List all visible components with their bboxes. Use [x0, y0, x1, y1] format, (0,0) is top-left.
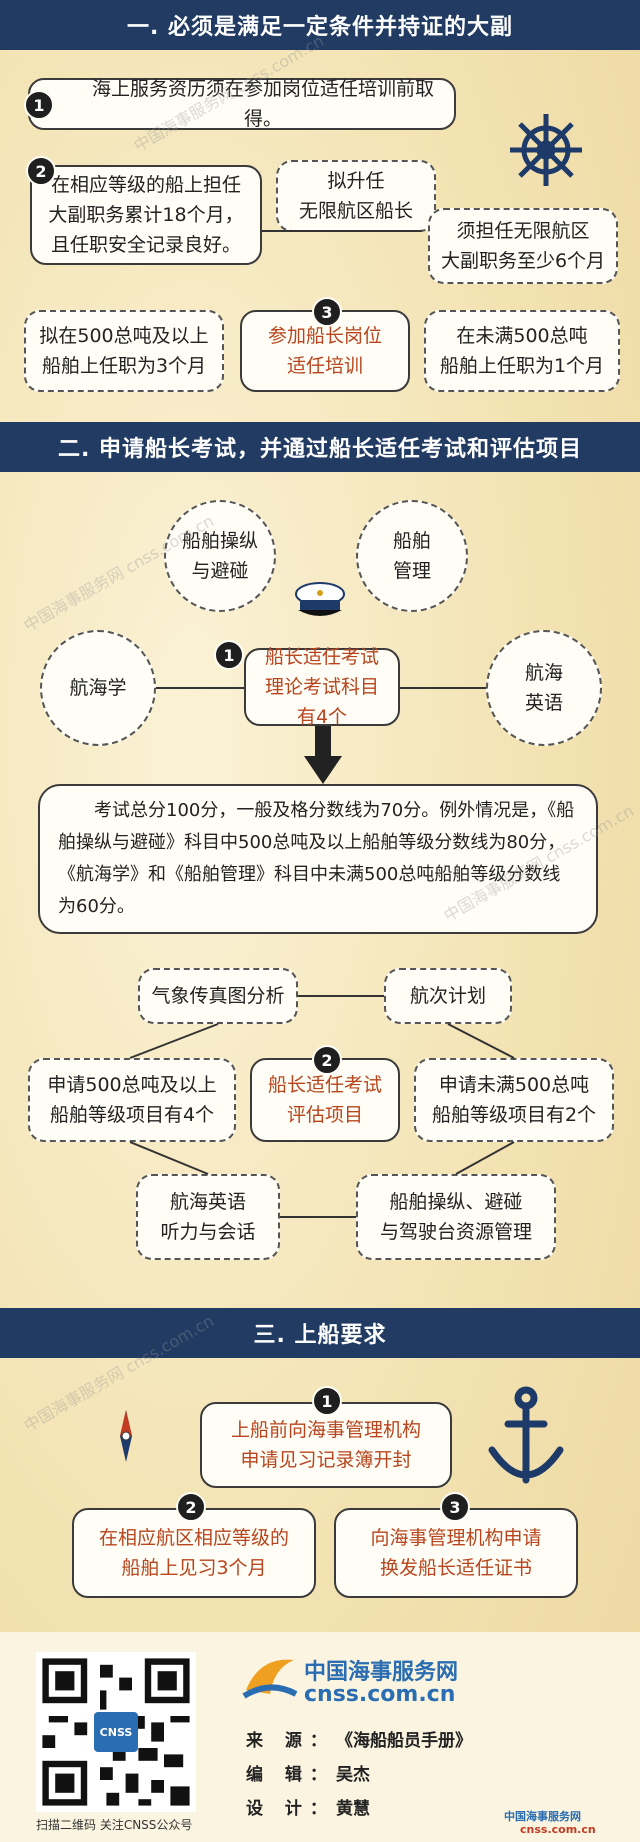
credit-design: 设 计：黄慧 [246, 1794, 370, 1819]
credit-source: 来 源：《海船船员手册》 [246, 1726, 472, 1751]
subject-english-text: 航海 英语 [524, 662, 563, 714]
eval-center-box: 船长适任考试 评估项目 [250, 1058, 400, 1142]
num-2: 2 [321, 1050, 333, 1070]
logo-title: 中国海事服务网 [304, 1654, 458, 1686]
subject-english-circle: 航海 英语 [486, 630, 602, 746]
connector-line [400, 687, 486, 689]
num-badge-3: 3 [312, 297, 342, 327]
section-3-title: 三. 上船要求 [253, 1323, 387, 1348]
logo-url: cnss.com.cn [304, 1682, 455, 1707]
eval-english-box: 航海英语 听力与会话 [136, 1174, 280, 1260]
num-badge-3: 3 [440, 1492, 470, 1522]
captain-hat-icon [295, 582, 345, 616]
cnss-logo-icon [242, 1659, 298, 1699]
num-2: 2 [35, 161, 47, 181]
eval-weather-text: 气象传真图分析 [151, 985, 285, 1007]
theory-exam-text: 船长适任考试 理论考试科目有4个 [264, 646, 379, 728]
min-6-months-text: 须担任无限航区 大副职务至少6个月 [440, 220, 606, 272]
logo-title-text: 中国海事服务网 [304, 1660, 459, 1685]
eval-english-text: 航海英语 听力与会话 [160, 1191, 256, 1243]
num-1: 1 [33, 95, 45, 115]
num-badge-1: 1 [24, 90, 54, 120]
corner-url: cnss.com.cn [520, 1823, 596, 1836]
compass-icon [120, 1410, 132, 1462]
req-item-1-text: 海上服务资历须在参加岗位适任培训前取得。 [91, 78, 434, 130]
credit-editor-value: 吴杰 [336, 1765, 370, 1785]
credit-editor: 编 辑：吴杰 [246, 1760, 370, 1785]
corner-brand-text: 中国海事服务网 [504, 1810, 581, 1823]
anchor-icon [488, 1386, 564, 1484]
num-1: 1 [223, 645, 235, 665]
credit-design-value: 黄慧 [336, 1799, 370, 1819]
promote-box: 拟升任 无限航区船长 [276, 160, 436, 232]
section-2-header: 二. 申请船长考试，并通过船长适任考试和评估项目 [0, 422, 640, 472]
num-badge-2: 2 [312, 1045, 342, 1075]
num-badge-2: 2 [176, 1492, 206, 1522]
req-item-1: 海上服务资历须在参加岗位适任培训前取得。 [28, 78, 456, 130]
board-item-2: 在相应航区相应等级的 船舶上见习3个月 [72, 1508, 316, 1598]
num-3: 3 [449, 1497, 461, 1517]
credit-source-label: 来 源： [246, 1731, 335, 1751]
subject-navigation-text: 航海学 [69, 677, 127, 699]
qr-center-logo: CNSS [94, 1712, 138, 1752]
down-arrow-icon [304, 726, 342, 784]
eval-under-500-box: 申请未满500总吨 船舶等级项目有2个 [414, 1058, 614, 1142]
under-500-box: 在未满500总吨 船舶上任职为1个月 [424, 310, 620, 392]
over-500-text: 拟在500总吨及以上 船舶上任职为3个月 [39, 325, 209, 377]
eval-under-500-text: 申请未满500总吨 船舶等级项目有2个 [431, 1074, 597, 1126]
connector-line [262, 230, 422, 232]
under-500-text: 在未满500总吨 船舶上任职为1个月 [439, 325, 605, 377]
eval-weather-box: 气象传真图分析 [138, 968, 298, 1024]
theory-exam-box: 船长适任考试 理论考试科目有4个 [244, 646, 400, 728]
num-badge-1: 1 [214, 640, 244, 670]
board-item-3: 向海事管理机构申请 换发船长适任证书 [334, 1508, 578, 1598]
eval-handling-box: 船舶操纵、避碰 与驾驶台资源管理 [356, 1174, 556, 1260]
subject-handling-text: 船舶操纵 与避碰 [181, 530, 258, 582]
credit-design-label: 设 计： [246, 1799, 335, 1819]
section-3-header: 三. 上船要求 [0, 1308, 640, 1358]
eval-center-text: 船长适任考试 评估项目 [267, 1074, 382, 1126]
num-badge-1: 1 [312, 1386, 342, 1416]
subject-management-text: 船舶 管理 [392, 530, 431, 582]
eval-connector-lines [129, 995, 515, 1218]
subject-management-circle: 船舶 管理 [356, 500, 468, 612]
qr-caption: 扫描二维码 关注CNSS公众号 [36, 1816, 216, 1833]
eval-over-500-box: 申请500总吨及以上 船舶等级项目有4个 [28, 1058, 236, 1142]
qr-center-logo-text: CNSS [99, 1725, 133, 1739]
eval-voyage-text: 航次计划 [409, 985, 486, 1007]
training-text: 参加船长岗位 适任培训 [267, 325, 382, 377]
section-1-title: 一. 必须是满足一定条件并持证的大副 [126, 15, 514, 40]
num-badge-2: 2 [26, 156, 56, 186]
over-500-box: 拟在500总吨及以上 船舶上任职为3个月 [24, 310, 224, 392]
board-item-2-text: 在相应航区相应等级的 船舶上见习3个月 [98, 1527, 289, 1579]
score-rules-box: 考试总分100分，一般及格分数线为70分。例外情况是，《船舶操纵与避碰》科目中5… [38, 784, 598, 934]
eval-handling-text: 船舶操纵、避碰 与驾驶台资源管理 [379, 1191, 532, 1243]
qr-caption-text: 扫描二维码 关注CNSS公众号 [36, 1818, 193, 1832]
logo-url-text: cnss.com.cn [304, 1682, 456, 1707]
num-3: 3 [321, 302, 333, 322]
req-item-2: 在相应等级的船上担任 大副职务累计18个月， 且任职安全记录良好。 [30, 165, 262, 265]
eval-voyage-box: 航次计划 [384, 968, 512, 1024]
credit-editor-label: 编 辑： [246, 1765, 335, 1785]
board-item-3-text: 向海事管理机构申请 换发船长适任证书 [370, 1527, 542, 1579]
board-item-1-text: 上船前向海事管理机构 申请见习记录簿开封 [230, 1419, 421, 1471]
connector-line [156, 687, 244, 689]
credit-source-value: 《海船船员手册》 [336, 1731, 472, 1751]
section-1-header: 一. 必须是满足一定条件并持证的大副 [0, 0, 640, 50]
score-rules-text: 考试总分100分，一般及格分数线为70分。例外情况是，《船舶操纵与避碰》科目中5… [58, 800, 575, 917]
min-6-months-box: 须担任无限航区 大副职务至少6个月 [428, 208, 618, 284]
promote-text: 拟升任 无限航区船长 [298, 170, 413, 222]
subject-navigation-circle: 航海学 [40, 630, 156, 746]
corner-brand: 中国海事服务网 [504, 1808, 581, 1824]
corner-url-text: cnss.com.cn [520, 1823, 596, 1836]
eval-over-500-text: 申请500总吨及以上 船舶等级项目有4个 [47, 1074, 217, 1126]
ship-wheel-icon [510, 114, 582, 186]
num-2: 2 [185, 1497, 197, 1517]
section-2-title: 二. 申请船长考试，并通过船长适任考试和评估项目 [57, 437, 583, 462]
subject-handling-circle: 船舶操纵 与避碰 [164, 500, 276, 612]
num-1: 1 [321, 1391, 333, 1411]
req-item-2-text: 在相应等级的船上担任 大副职务累计18个月， 且任职安全记录良好。 [48, 174, 244, 256]
